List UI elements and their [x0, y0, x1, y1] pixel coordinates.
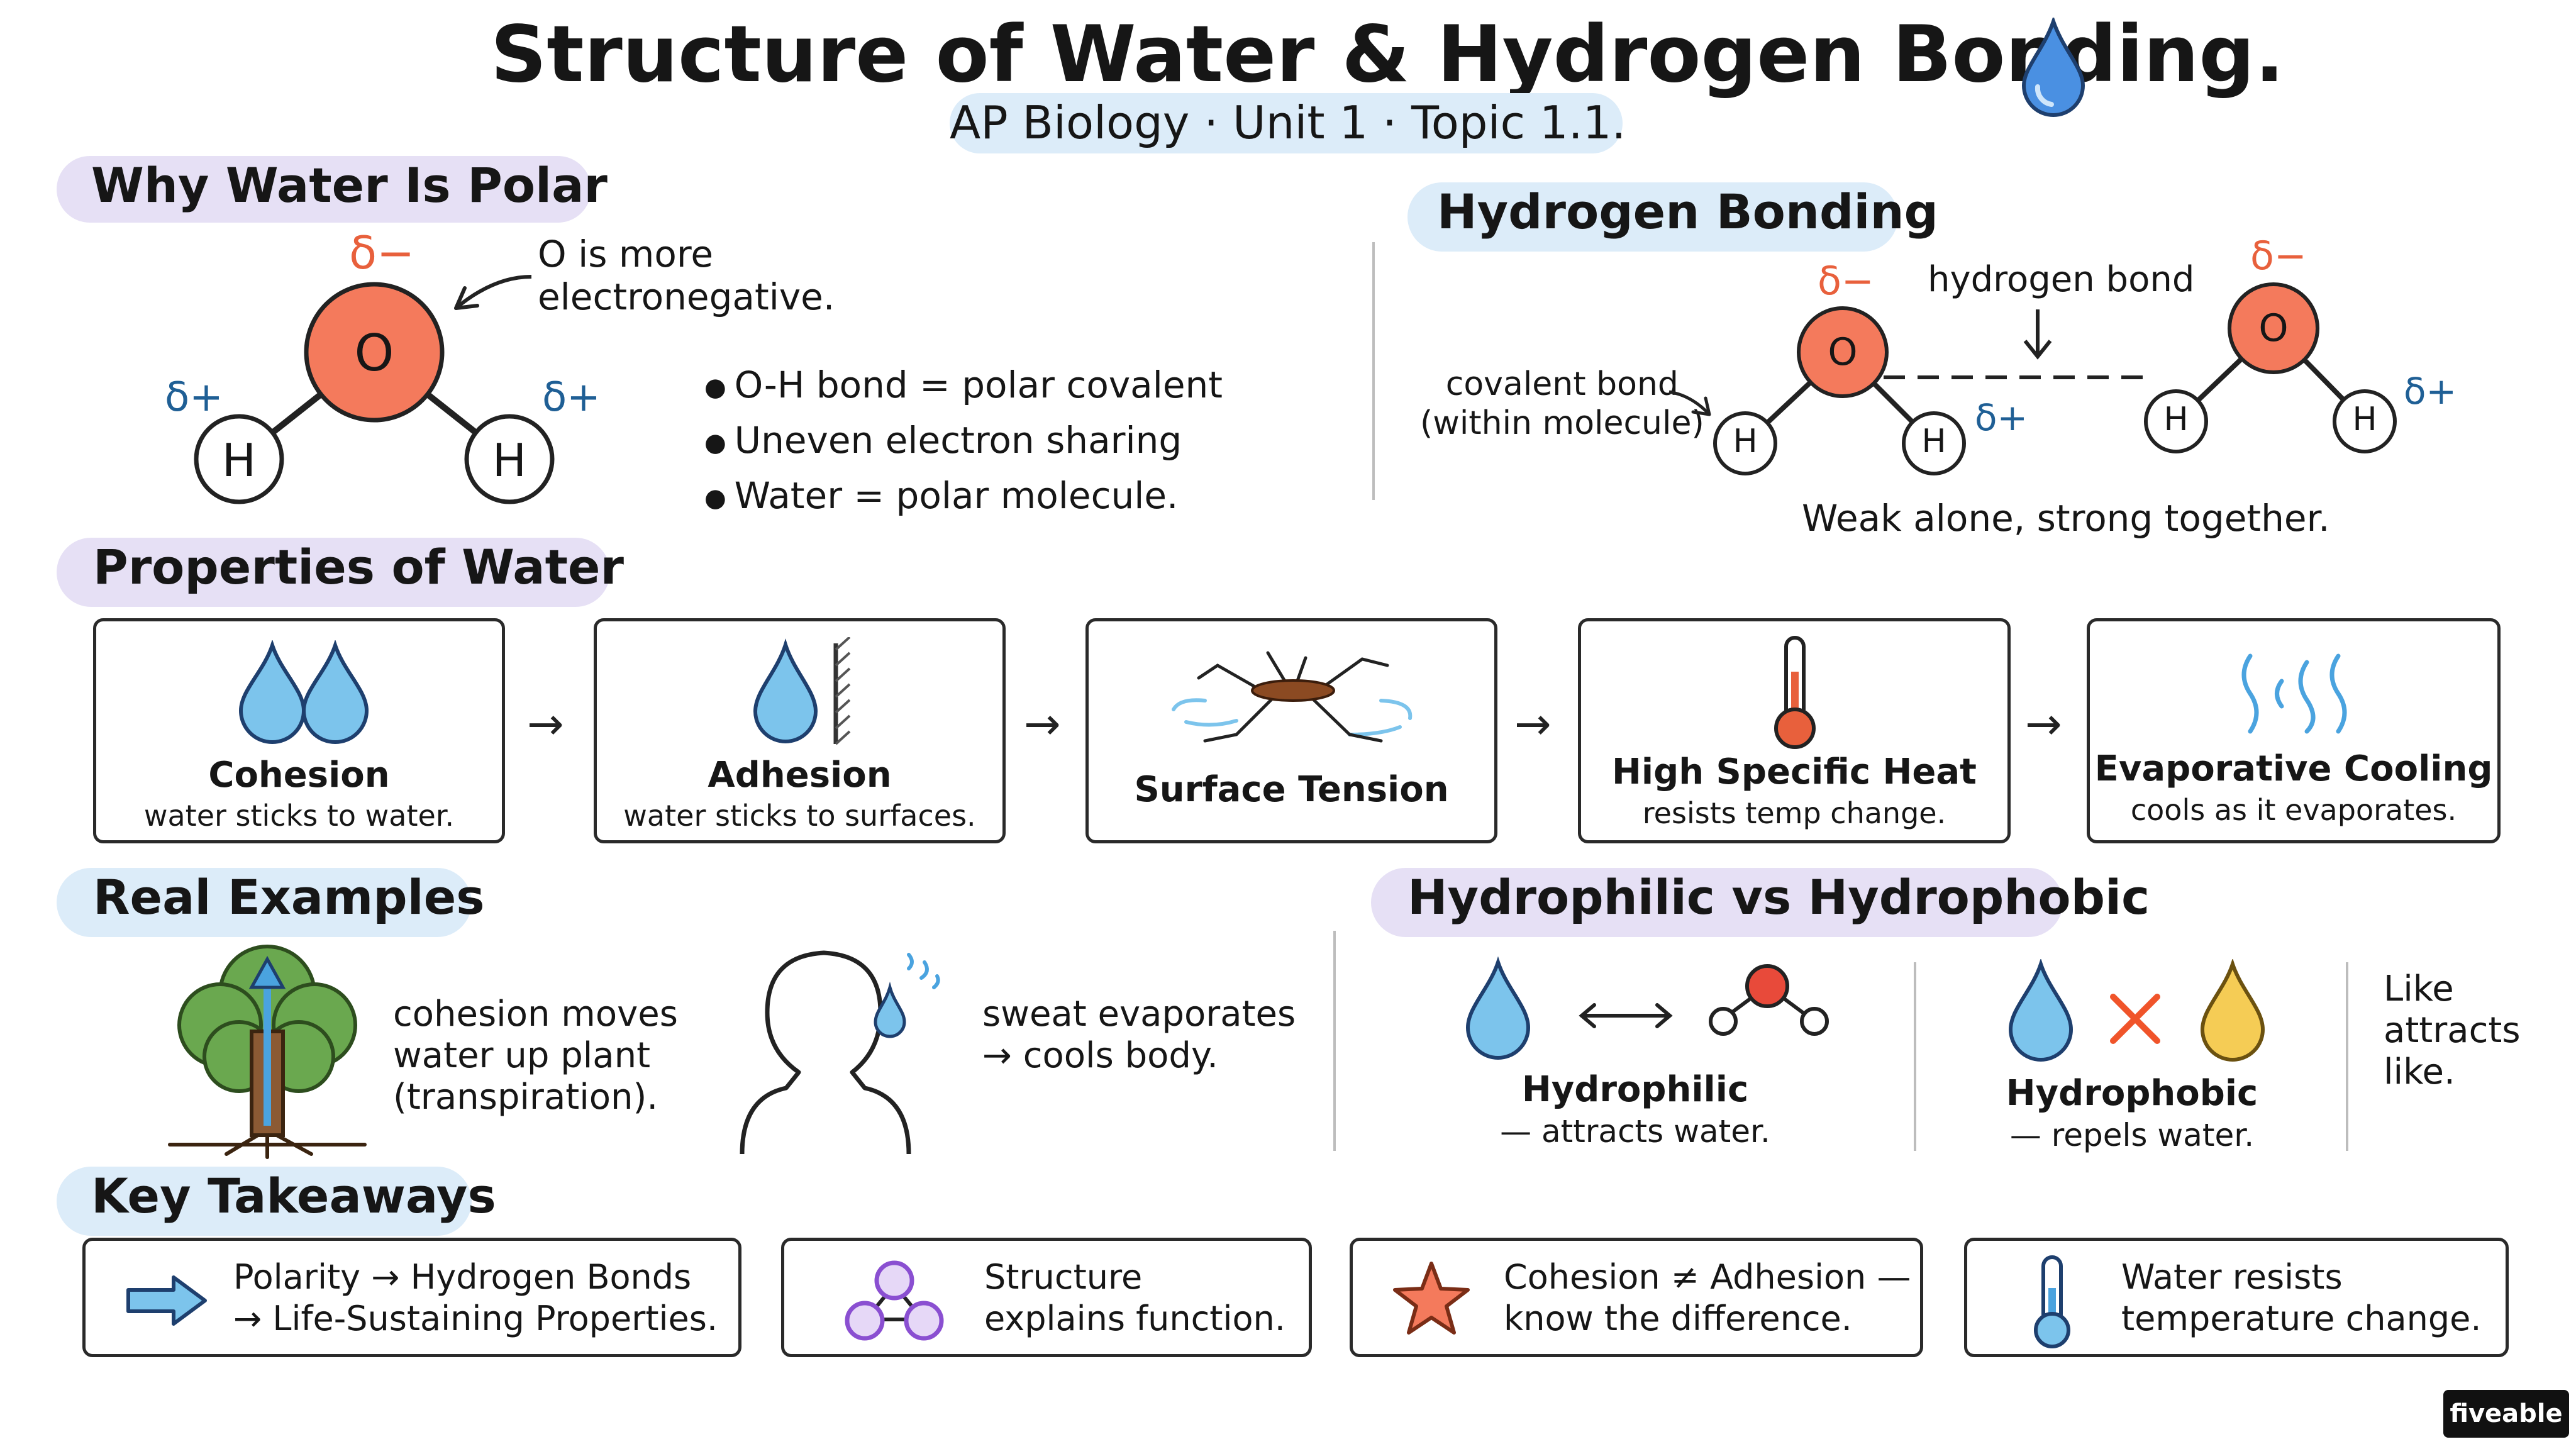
- list-item: ● Uneven electron sharing: [704, 418, 1182, 462]
- property-description: water sticks to water.: [143, 799, 455, 833]
- property-description: cools as it evaporates.: [2130, 793, 2457, 827]
- hbond-heading: Hydrogen Bonding: [1437, 184, 1938, 240]
- delta-minus-label: δ−: [2250, 233, 2307, 279]
- arrow-right-icon: [126, 1275, 207, 1326]
- hydrophobic-diagram: [2008, 959, 2265, 1062]
- polar-heading: Why Water Is Polar: [91, 157, 608, 213]
- hbond-caption: Weak alone, strong together.: [1802, 497, 2330, 540]
- properties-heading: Properties of Water: [93, 539, 624, 595]
- hydrophobic-title: Hydrophobic: [2006, 1073, 2258, 1114]
- heading-highlight: [57, 156, 591, 223]
- hydrophobic-description: — repels water.: [2009, 1117, 2255, 1153]
- section-divider: [1333, 931, 1336, 1151]
- hydrogen-atom-label: H: [2352, 401, 2377, 438]
- delta-minus-label: δ−: [1818, 258, 1874, 304]
- hydrogen-atom-label: H: [492, 434, 527, 487]
- delta-plus-label: δ+: [1975, 396, 2028, 439]
- water-molecule-diagram: [194, 282, 555, 504]
- hydrophilic-description: — attracts water.: [1500, 1113, 1770, 1150]
- section-divider: [1914, 962, 1916, 1151]
- property-card-cohesion: Cohesion water sticks to water.: [93, 618, 505, 843]
- fiveable-logo: fiveable: [2443, 1390, 2569, 1438]
- thermometer-icon: [2034, 1255, 2070, 1348]
- delta-plus-label: δ+: [542, 374, 601, 421]
- heading-highlight: [57, 538, 610, 607]
- water-drop-icon: [2021, 18, 2085, 117]
- heading-highlight: [1371, 868, 2063, 937]
- property-title: Cohesion: [208, 755, 390, 796]
- property-card-surface-tension: Surface Tension: [1085, 618, 1497, 843]
- delta-minus-label: δ−: [349, 226, 415, 279]
- pointer-arrow-icon: [1668, 390, 1711, 416]
- takeaway-card: Water resists temperature change.: [1964, 1238, 2509, 1357]
- subtitle-highlight: [950, 93, 1623, 153]
- delta-plus-label: δ+: [2404, 370, 2457, 413]
- heading-highlight: [57, 1167, 472, 1236]
- oxygen-atom-label: O: [2258, 306, 2289, 350]
- vapor-icon: [2241, 653, 2347, 734]
- covalent-bond-label: covalent bond (within molecule): [1420, 365, 1704, 442]
- property-title: Evaporative Cooling: [2094, 748, 2493, 789]
- hydrophilic-title: Hydrophilic: [1521, 1069, 1749, 1110]
- hydrogen-atom-label: H: [221, 434, 257, 487]
- property-card-evaporative-cooling: Evaporative Cooling cools as it evaporat…: [2087, 618, 2501, 843]
- tree-example-text: cohesion moves water up plant (transpira…: [393, 994, 678, 1118]
- thermometer-icon: [1774, 636, 1816, 749]
- person-sweat-icon: [740, 950, 940, 1155]
- list-item: ● Water = polar molecule.: [704, 474, 1179, 517]
- hydrogen-atom-label: H: [1733, 423, 1758, 460]
- flow-arrow: →: [2025, 698, 2062, 750]
- like-attracts-like-note: Like attracts like.: [2384, 969, 2521, 1092]
- hydrogen-atom-label: H: [1921, 423, 1946, 460]
- water-strider-icon: [1172, 651, 1413, 743]
- electronegative-note: O is more electronegative.: [538, 233, 835, 318]
- tree-icon: [168, 945, 367, 1159]
- hydrogen-bond-label: hydrogen bond: [1928, 259, 2195, 300]
- oxygen-atom-label: O: [1828, 330, 1858, 374]
- heading-highlight: [57, 868, 472, 937]
- takeaway-text: Water resists temperature change.: [2121, 1257, 2482, 1338]
- flow-arrow: →: [1514, 698, 1552, 750]
- hydrogen-bond-diagram: [1713, 282, 2397, 475]
- property-title: High Specific Heat: [1612, 752, 1977, 792]
- takeaway-text: Polarity → Hydrogen Bonds → Life-Sustain…: [233, 1257, 718, 1338]
- property-title: Surface Tension: [1134, 769, 1449, 810]
- page-subtitle: AP Biology · Unit 1 · Topic 1.1.: [950, 96, 1626, 149]
- property-description: water sticks to surfaces.: [623, 799, 976, 833]
- property-card-adhesion: Adhesion water sticks to surfaces.: [594, 618, 1006, 843]
- takeaway-card: Structure explains function.: [781, 1238, 1312, 1357]
- page-title: Structure of Water & Hydrogen Bonding.: [491, 9, 2285, 100]
- delta-plus-label: δ+: [165, 374, 223, 421]
- takeaways-heading: Key Takeaways: [91, 1168, 496, 1224]
- polar-bullet-list: ● O-H bond = polar covalent ● Uneven ele…: [704, 358, 1223, 525]
- property-description: resists temp change.: [1642, 796, 1946, 830]
- water-drops-icon: [238, 640, 369, 744]
- flow-arrow: →: [1024, 698, 1061, 750]
- molecule-icon: [845, 1260, 944, 1341]
- adhesion-drop-icon: [753, 637, 851, 745]
- hydrophilic-diagram: [1465, 956, 1829, 1060]
- takeaway-card: Cohesion ≠ Adhesion — know the differenc…: [1350, 1238, 1923, 1357]
- heading-highlight: [1407, 182, 1898, 252]
- examples-heading: Real Examples: [93, 869, 485, 925]
- sweat-example-text: sweat evaporates → cools body.: [982, 994, 1296, 1076]
- star-icon: [1393, 1262, 1470, 1335]
- property-card-specific-heat: High Specific Heat resists temp change.: [1578, 618, 2011, 843]
- flow-arrow: →: [527, 698, 564, 750]
- section-divider: [1372, 242, 1375, 500]
- hydrogen-atom-label: H: [2163, 401, 2189, 438]
- property-title: Adhesion: [708, 755, 892, 796]
- takeaway-text: Structure explains function.: [984, 1257, 1285, 1338]
- takeaway-text: Cohesion ≠ Adhesion — know the differenc…: [1504, 1257, 1911, 1338]
- section-divider: [2346, 962, 2348, 1151]
- oxygen-atom-label: O: [354, 324, 394, 382]
- hydro-heading: Hydrophilic vs Hydrophobic: [1407, 869, 2150, 925]
- takeaway-card: Polarity → Hydrogen Bonds → Life-Sustain…: [82, 1238, 741, 1357]
- list-item: ● O-H bond = polar covalent: [704, 364, 1223, 406]
- pointer-arrow-icon: [454, 275, 532, 310]
